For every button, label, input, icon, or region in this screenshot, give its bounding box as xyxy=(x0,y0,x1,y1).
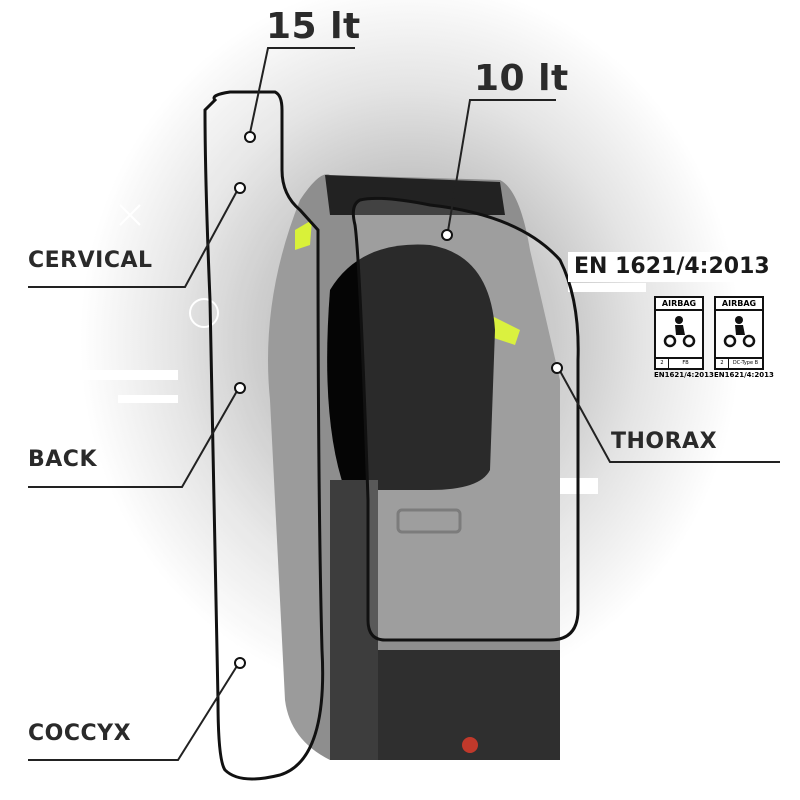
certification-badge: AIRBAG 2 FB EN1621/4:2013 xyxy=(654,296,714,379)
badge-title: AIRBAG xyxy=(716,298,762,311)
back-bladder-volume: 15 lt xyxy=(266,6,361,47)
leader-back xyxy=(28,390,238,488)
leader-10lt xyxy=(447,99,556,232)
decor-cross xyxy=(119,204,141,226)
inflator-tag xyxy=(462,737,478,753)
vest-stretch-panel xyxy=(330,480,378,760)
point-15lt xyxy=(244,131,256,143)
leader-cervical xyxy=(28,190,238,288)
back-bladder-outline xyxy=(203,90,325,781)
vest-buckle xyxy=(396,508,462,534)
decor-ring xyxy=(189,298,219,328)
badge-standard: EN1621/4:2013 xyxy=(714,371,774,379)
zone-thorax: THORAX xyxy=(611,429,718,454)
motorcyclist-icon xyxy=(723,316,756,348)
badge-type: DC-Type B xyxy=(732,360,759,366)
decor-bar xyxy=(60,370,178,380)
thorax-bladder-outline xyxy=(351,196,580,642)
certification-standard: EN 1621/4:2013 xyxy=(568,252,776,282)
leader-thorax xyxy=(559,370,780,463)
badge-type: FB xyxy=(682,360,689,366)
vest-armhole xyxy=(327,244,495,490)
motorcyclist-icon xyxy=(663,316,696,348)
vest-collar xyxy=(325,175,505,215)
zone-cervical: CERVICAL xyxy=(28,248,153,273)
badge-standard: EN1621/4:2013 xyxy=(654,371,714,379)
point-thorax xyxy=(551,362,563,374)
badge-level: 2 xyxy=(656,359,669,368)
thorax-bladder-volume: 10 lt xyxy=(474,58,569,99)
zone-back: BACK xyxy=(28,447,97,472)
point-back xyxy=(234,382,246,394)
vest-hivis-trim xyxy=(295,220,312,250)
badge-title: AIRBAG xyxy=(656,298,702,311)
point-cervical xyxy=(234,182,246,194)
decor-bar xyxy=(568,283,646,292)
point-10lt xyxy=(441,229,453,241)
decor-bar xyxy=(118,395,178,403)
leader-15lt xyxy=(249,47,355,134)
badge-level: 2 xyxy=(716,359,729,368)
leader-coccyx xyxy=(28,665,238,761)
decor-bar xyxy=(552,478,598,494)
zone-coccyx: COCCYX xyxy=(28,721,132,746)
point-coccyx xyxy=(234,657,246,669)
